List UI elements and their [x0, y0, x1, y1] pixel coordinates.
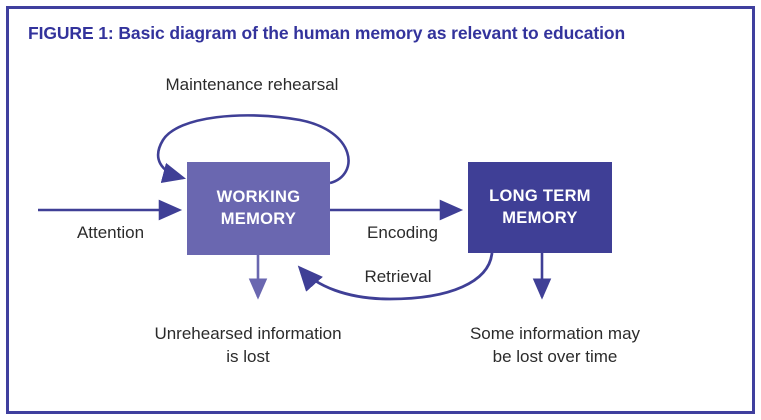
long-term-memory-box: LONG TERM MEMORY — [468, 162, 612, 253]
figure-title: FIGURE 1: Basic diagram of the human mem… — [28, 23, 626, 43]
some-information-lost-label: Some information may be lost over time — [469, 324, 641, 366]
retrieval-label: Retrieval — [364, 267, 432, 286]
long-term-memory-label-line2: MEMORY — [502, 208, 578, 227]
working-memory-label-line2: MEMORY — [220, 209, 297, 228]
long-term-memory-label-line1: LONG TERM — [489, 186, 591, 205]
working-memory-box: WORKING MEMORY — [187, 162, 330, 255]
working-memory-label-line1: WORKING — [216, 187, 301, 206]
maintenance-rehearsal-loop-arrow — [156, 114, 350, 185]
unrehearsed-information-lost-label: Unrehearsed information is lost — [154, 324, 342, 366]
retrieval-arrow — [297, 252, 494, 301]
maintenance-rehearsal-label: Maintenance rehearsal — [165, 75, 339, 94]
encoding-label: Encoding — [367, 223, 438, 242]
attention-label: Attention — [76, 223, 145, 242]
